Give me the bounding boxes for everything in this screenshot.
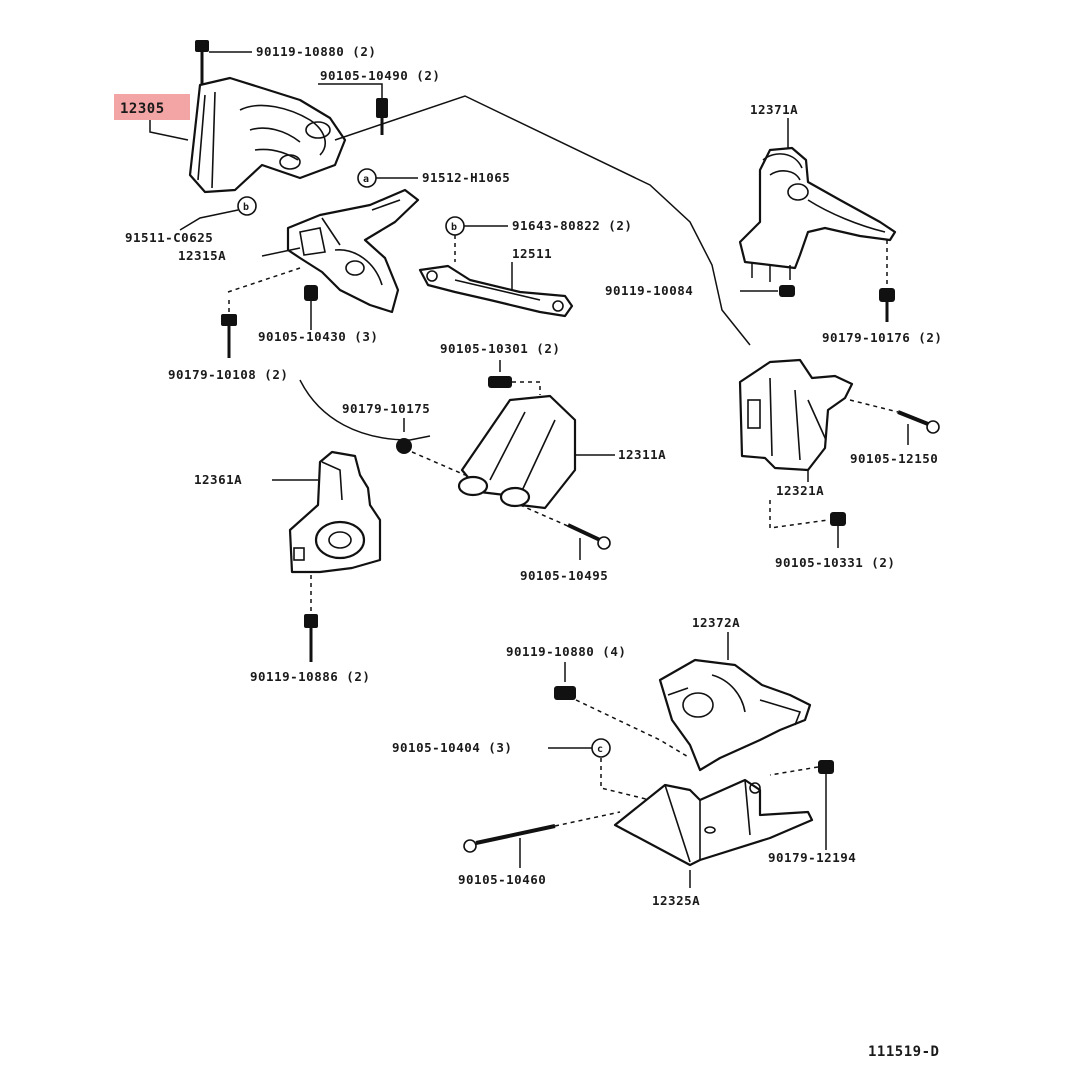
label-90119-10880-4[interactable]: 90119-10880 (4) [506,644,626,659]
label-91511-c0625[interactable]: 91511-C0625 [125,230,213,245]
label-12311a[interactable]: 12311A [618,447,666,462]
label-90179-12194[interactable]: 90179-12194 [768,850,856,865]
bolt-90105-10460[interactable] [463,824,556,853]
marker-b-2: b [445,216,465,236]
bolt-90105-12150[interactable] [897,410,940,434]
marker-c: c [591,738,611,758]
label-90179-10175[interactable]: 90179-10175 [342,401,430,416]
label-90179-10176-2[interactable]: 90179-10176 (2) [822,330,942,345]
part-highlight [114,94,190,120]
label-90119-10880-2-top[interactable]: 90119-10880 (2) [256,44,376,59]
bracket-12511[interactable] [418,264,574,318]
label-90105-12150[interactable]: 90105-12150 [850,451,938,466]
nut-90179-12194[interactable] [818,760,834,774]
leader-12305 [149,120,189,141]
label-90105-10460[interactable]: 90105-10460 [458,872,546,887]
bolt-90179-10108[interactable] [221,314,237,358]
marker-b-1: b [237,196,257,216]
bolt-90105-10430[interactable] [304,285,318,301]
bolt-90119-10886[interactable] [304,614,318,662]
bolt-90105-10301[interactable] [488,376,512,388]
bolt-90105-10331[interactable] [830,512,846,526]
label-12361a[interactable]: 12361A [194,472,242,487]
label-90105-10301-2[interactable]: 90105-10301 (2) [440,341,560,356]
label-12321a[interactable]: 12321A [776,483,824,498]
mount-12371a[interactable] [738,146,897,282]
label-91512-h1065[interactable]: 91512-H1065 [422,170,510,185]
label-90105-10331-2[interactable]: 90105-10331 (2) [775,555,895,570]
label-90179-10108-2[interactable]: 90179-10108 (2) [168,367,288,382]
label-12371a[interactable]: 12371A [750,102,798,117]
label-90119-10084[interactable]: 90119-10084 [605,283,693,298]
label-90105-10490-2[interactable]: 90105-10490 (2) [320,68,440,83]
mount-12372a[interactable] [658,658,812,772]
svg-text:c: c [597,744,604,755]
bolt-90105-10490[interactable] [376,98,388,135]
label-91643-80822-2[interactable]: 91643-80822 (2) [512,218,632,233]
bolt-90119-10880-lower[interactable] [554,686,576,700]
bolt-90119-10880-top[interactable] [195,40,209,84]
label-12325a[interactable]: 12325A [652,893,700,908]
bolt-90179-10176[interactable] [879,288,895,322]
label-90105-10430-3[interactable]: 90105-10430 (3) [258,329,378,344]
label-90119-10886-2[interactable]: 90119-10886 (2) [250,669,370,684]
label-12372a[interactable]: 12372A [692,615,740,630]
label-12315a[interactable]: 12315A [178,248,226,263]
bracket-12321a[interactable] [738,358,854,472]
bolt-90105-10495[interactable] [567,523,611,550]
svg-text:b: b [451,222,458,233]
nut-90119-10084[interactable] [779,285,795,297]
label-90105-10495[interactable]: 90105-10495 [520,568,608,583]
bracket-12315a[interactable] [286,188,420,314]
svg-text:b: b [243,202,250,213]
engine-mount-12305[interactable] [188,76,347,194]
marker-a-1: a [357,168,377,188]
label-12511[interactable]: 12511 [512,246,552,261]
mount-12361a[interactable] [288,450,382,574]
bracket-12311a[interactable] [457,394,577,510]
label-90105-10404-3[interactable]: 90105-10404 (3) [392,740,512,755]
diagram-code: 111519-D [868,1044,939,1060]
nut-90179-10175[interactable] [396,438,412,454]
connector-line-a [334,95,751,346]
svg-text:a: a [363,174,370,185]
bracket-12325a[interactable] [613,778,814,867]
label-12305[interactable]: 12305 [120,101,165,117]
